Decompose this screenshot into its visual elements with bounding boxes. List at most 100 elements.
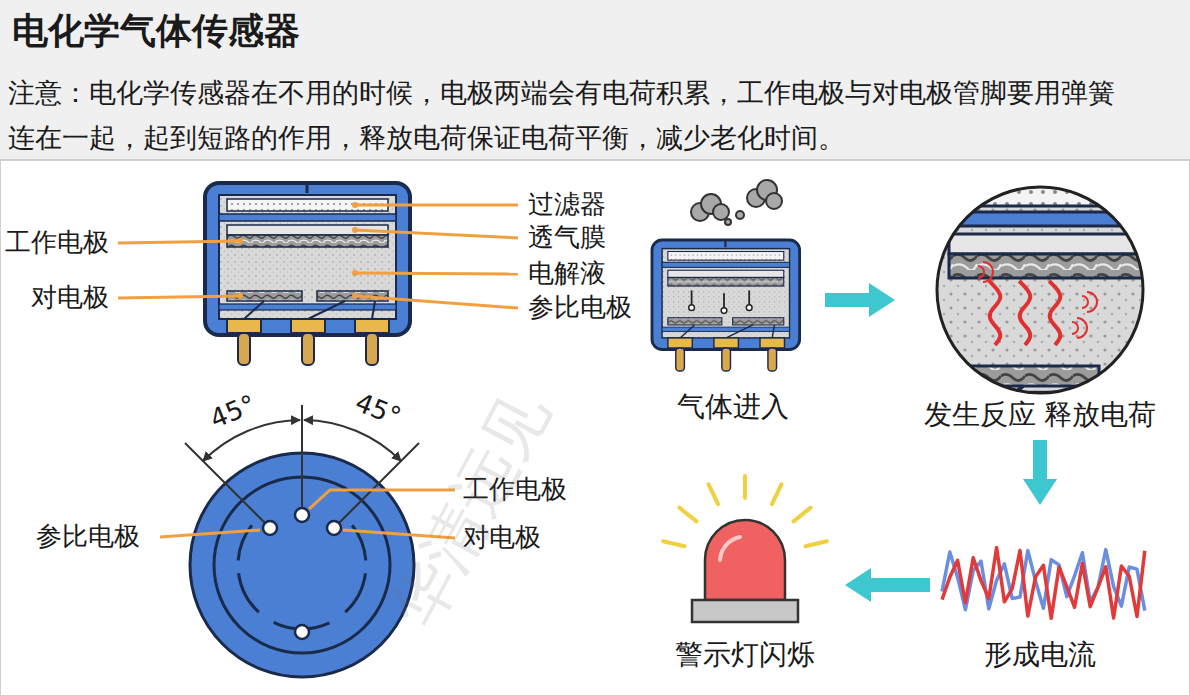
reference-electrode <box>1129 366 1190 386</box>
part-label: 工作电极 <box>5 227 109 258</box>
pin-hole <box>295 508 309 522</box>
reaction-wave <box>1049 281 1060 345</box>
light-ray <box>709 484 719 504</box>
flow-arrow <box>825 293 875 307</box>
gas-particle <box>691 290 693 306</box>
flow-arrow <box>1033 440 1047 485</box>
stage-caption: 气体进入 <box>677 390 789 424</box>
membrane-layer <box>949 234 1190 254</box>
pin-pad <box>227 319 261 333</box>
leader-line <box>355 230 518 238</box>
leader-dot <box>237 238 243 244</box>
leader-dot <box>237 293 243 299</box>
pin-leg <box>722 348 731 371</box>
charge-emission <box>978 262 993 282</box>
pin-leg <box>676 348 685 371</box>
sensor-cavity <box>219 195 396 319</box>
part-label: 过滤器 <box>528 189 606 220</box>
angle-arc <box>304 420 401 461</box>
counter-electrode <box>227 291 302 301</box>
leader-line <box>118 241 240 243</box>
current-signal <box>942 548 1145 619</box>
leader-line <box>309 490 455 509</box>
electrode-wire <box>308 301 345 319</box>
membrane-layer <box>668 270 784 277</box>
electrode-wire <box>726 325 753 338</box>
zoom-view <box>905 150 1190 514</box>
gas-cloud <box>725 219 731 225</box>
sensor-mini <box>652 240 800 371</box>
dimension-line <box>334 443 419 528</box>
housing-band <box>662 262 789 267</box>
light-ray <box>743 476 747 498</box>
sensor-housing <box>652 240 800 349</box>
counter-electrode <box>949 366 1099 386</box>
pin-hole <box>295 625 309 639</box>
light-ray <box>805 541 826 546</box>
pin-pad <box>714 338 738 348</box>
watermark: 华清远见 <box>376 379 564 641</box>
leader-dot <box>352 270 358 276</box>
stage-node: 形成电流 <box>930 505 1150 680</box>
pin-hole <box>327 521 341 535</box>
gas-particle <box>723 293 725 309</box>
stage-node: 警示灯闪烁 <box>645 470 845 680</box>
stage-caption: 形成电流 <box>984 638 1096 672</box>
gas-cloud <box>713 204 729 220</box>
warning-lamp <box>705 520 785 600</box>
working-electrode <box>227 235 388 247</box>
stage-caption: 警示灯闪烁 <box>675 638 815 672</box>
reference-electrode <box>733 318 784 325</box>
stage-node: 气体进入 <box>640 225 825 432</box>
charge-emission <box>1072 318 1087 338</box>
leader-dot <box>352 202 358 208</box>
reaction-wave <box>1019 281 1030 345</box>
pin-hole <box>263 521 277 535</box>
stage-node: 发生反应 释放电荷 <box>895 180 1185 440</box>
top-view-arc <box>239 573 259 612</box>
leader-line <box>355 273 518 274</box>
part-label: 透气膜 <box>528 222 606 253</box>
angle-label: 45° <box>351 387 405 433</box>
counter-electrode <box>668 318 722 325</box>
electrode-wire <box>244 301 264 319</box>
gas-particle <box>746 305 752 311</box>
lamp-base <box>692 600 798 622</box>
reference-electrode <box>317 291 388 301</box>
pin-pad <box>291 319 325 333</box>
leader-dot <box>352 227 358 233</box>
gas-cloud <box>766 193 782 209</box>
gas-particle <box>689 305 695 311</box>
gas-particle <box>748 290 750 306</box>
housing-band <box>219 214 396 221</box>
gas-particle <box>721 308 727 314</box>
angle-label: 45° <box>206 389 260 435</box>
electrode-wire <box>372 301 375 319</box>
dimension-line <box>185 443 270 528</box>
leader-line <box>355 204 518 207</box>
leader-dot <box>352 293 358 299</box>
flow-arrow <box>865 578 930 592</box>
sensor-housing <box>905 150 1190 454</box>
sensor-zoom <box>905 150 1190 514</box>
angle-arc <box>203 420 300 461</box>
pin-label: 对电极 <box>463 522 541 553</box>
note-text: 注意：电化学传感器在不用的时候，电极两端会有电荷积累，工作电极与对电极管脚要用弹… <box>8 70 1128 160</box>
pin-label: 工作电极 <box>463 474 567 505</box>
dimension-line <box>301 405 303 515</box>
pin-pad <box>355 319 389 333</box>
gas-cloud <box>736 211 744 219</box>
housing-seam <box>1106 150 1112 170</box>
housing-seam <box>306 183 309 193</box>
pin-leg <box>366 333 378 365</box>
leader-line <box>160 530 260 537</box>
pin-leg <box>768 348 777 371</box>
filter-layer <box>668 252 784 261</box>
pin-leg <box>971 450 995 514</box>
part-label: 电解液 <box>528 258 606 289</box>
sensor-cavity <box>933 174 1190 422</box>
part-label: 参比电极 <box>528 292 632 323</box>
top-view-arc <box>345 573 365 612</box>
housing-seam <box>724 240 726 247</box>
